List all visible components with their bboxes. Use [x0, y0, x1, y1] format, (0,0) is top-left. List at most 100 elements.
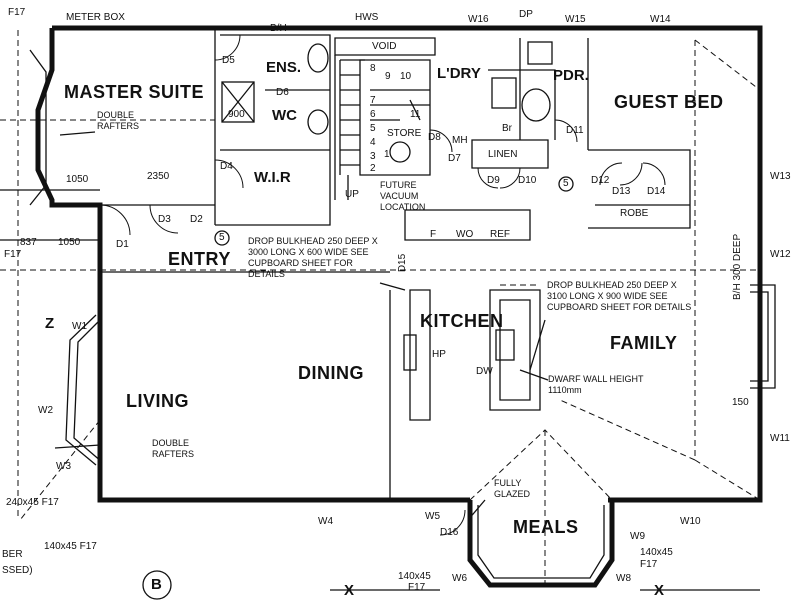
- window-w12: W12: [770, 249, 791, 260]
- room-wir: W.I.R: [254, 169, 291, 186]
- door-d15: D15: [397, 253, 409, 273]
- f17-top-label: F17: [8, 7, 26, 18]
- hws-label: HWS: [355, 12, 379, 23]
- stair-num-6: 6: [370, 109, 376, 120]
- dim-837: 837: [20, 237, 37, 248]
- f17-mid-label: F17: [408, 582, 426, 593]
- door-d3: D3: [158, 214, 171, 225]
- dim-140x45-mid: 140x45: [398, 571, 431, 582]
- door-d12: D12: [591, 175, 610, 186]
- meter-box-label: METER BOX: [66, 12, 125, 23]
- window-w6: W6: [452, 573, 467, 584]
- note-future-vacuum: FUTURE VACUUM LOCATION: [380, 180, 426, 212]
- bulkhead-300-label: B/H 300 DEEP: [732, 233, 743, 300]
- window-w1: W1: [72, 321, 87, 332]
- note-dwarf-wall: DWARF WALL HEIGHT 1110mm: [548, 374, 644, 395]
- dim-1050-b: 1050: [58, 237, 81, 248]
- door-d7: D7: [448, 153, 461, 164]
- window-w8: W8: [616, 573, 631, 584]
- door-d1: D1: [116, 239, 129, 250]
- door-d8: D8: [428, 132, 441, 143]
- manhole-label: MH: [452, 135, 468, 146]
- linen-label: LINEN: [488, 149, 518, 160]
- dim-1050-a: 1050: [66, 174, 89, 185]
- stair-num-10: 10: [400, 71, 412, 82]
- note-bulkhead-kitchen: DROP BULKHEAD 250 DEEP X 3100 LONG X 900…: [547, 280, 692, 312]
- stair-num-4: 4: [370, 137, 376, 148]
- window-w9: W9: [630, 531, 645, 542]
- grid-x-left: X: [344, 582, 355, 599]
- fixtures: [221, 41, 553, 371]
- room-wc: WC: [272, 107, 297, 124]
- section-markers: [142, 176, 760, 600]
- note-double-rafters-top: DOUBLE RAFTERS: [97, 110, 140, 131]
- leader-lines: [0, 131, 549, 521]
- door-d2: D2: [190, 214, 203, 225]
- step-marker-a: 5: [219, 232, 225, 243]
- door-d13: D13: [612, 186, 631, 197]
- stair-num-7: 7: [370, 95, 376, 106]
- dim-240x45-label: 240x45 F17: [6, 497, 59, 508]
- dim-150: 150: [732, 397, 749, 408]
- broom-label: Br: [502, 123, 512, 134]
- room-entry: ENTRY: [168, 249, 231, 269]
- stair-num-5: 5: [370, 123, 376, 134]
- hotplate-label: HP: [432, 349, 446, 360]
- window-w2: W2: [38, 405, 53, 416]
- window-w13: W13: [770, 171, 791, 182]
- hidden-lines: [0, 30, 761, 590]
- room-kitchen: KITCHEN: [420, 311, 504, 331]
- grid-x-right: X: [654, 582, 665, 599]
- refrigerator-label: REF: [490, 229, 510, 240]
- stair-num-2: 2: [370, 163, 376, 174]
- door-d4: D4: [220, 161, 233, 172]
- window-w11: W11: [770, 433, 790, 444]
- bh-top-label: B/H: [270, 23, 287, 34]
- robe-label: ROBE: [620, 208, 649, 219]
- staircase: [339, 59, 430, 200]
- stair-num-1: 1: [384, 149, 390, 160]
- note-double-rafters-left: DOUBLE RAFTERS: [152, 438, 195, 459]
- ssed-label: SSED): [2, 565, 33, 576]
- dim-140x45-left: 140x45 F17: [44, 541, 97, 552]
- exterior-walls: [29, 25, 776, 588]
- interior-walls: [52, 30, 691, 500]
- window-w16: W16: [468, 14, 489, 25]
- door-d5: D5: [222, 55, 235, 66]
- downpipe-label: DP: [519, 9, 533, 20]
- window-w15: W15: [565, 14, 586, 25]
- dishwasher-label: DW: [476, 366, 493, 377]
- room-laundry: L'DRY: [437, 65, 481, 82]
- window-w3: W3: [56, 461, 71, 472]
- ber-label: BER: [2, 549, 23, 560]
- dim-140x45-right: 140x45: [640, 547, 673, 558]
- room-meals: MEALS: [513, 517, 579, 537]
- z-marker: Z: [45, 315, 55, 332]
- room-family: FAMILY: [610, 333, 678, 353]
- room-ensuite: ENS.: [266, 59, 302, 76]
- window-w10: W10: [680, 516, 701, 527]
- door-d14: D14: [647, 186, 666, 197]
- stair-up-label: UP: [345, 189, 359, 200]
- f17-right-label: F17: [640, 559, 658, 570]
- room-powder: PDR.: [553, 67, 589, 84]
- door-swings: [99, 34, 666, 536]
- door-d11: D11: [566, 125, 584, 136]
- stair-num-9: 9: [385, 71, 391, 82]
- wall-oven-label: WO: [456, 229, 474, 240]
- note-fully-glazed: FULLY GLAZED: [494, 478, 531, 499]
- room-guest-bed: GUEST BED: [614, 92, 724, 112]
- stair-num-8: 8: [370, 63, 376, 74]
- dim-900: 900: [228, 109, 245, 120]
- section-b-marker: B: [151, 576, 162, 593]
- room-dining: DINING: [298, 363, 364, 383]
- door-d10: D10: [518, 175, 537, 186]
- door-d6: D6: [276, 87, 289, 98]
- f17-left-label: F17: [4, 249, 22, 260]
- room-store: STORE: [387, 128, 422, 139]
- void-label: VOID: [372, 41, 397, 52]
- fridge-label: F: [430, 229, 437, 240]
- room-living: LIVING: [126, 391, 190, 411]
- room-master-suite: MASTER SUITE: [64, 82, 205, 102]
